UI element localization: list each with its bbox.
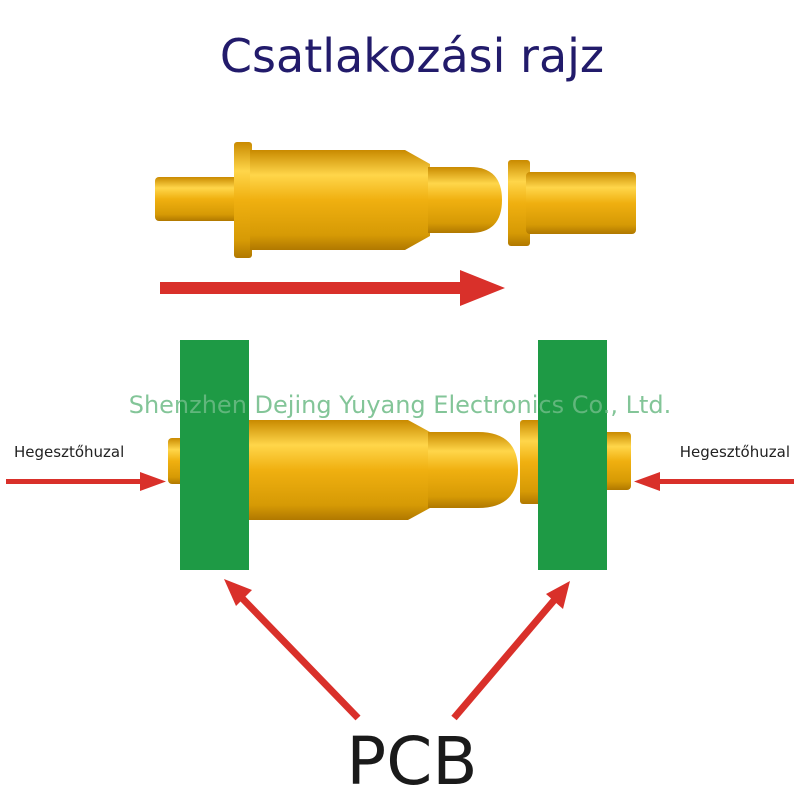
pcb-label: PCB [346, 723, 477, 800]
left-wire-label: Hegesztőhuzal [14, 443, 124, 461]
right-wire-arrow-icon [634, 472, 794, 491]
insertion-arrow-icon [160, 270, 505, 306]
target-receptacle-icon [508, 160, 636, 246]
assembled-pin-icon [168, 420, 631, 520]
left-pcb [180, 340, 249, 570]
diagram-title: Csatlakozási rajz [220, 29, 604, 83]
left-wire-arrow-icon [6, 472, 166, 491]
right-pcb [538, 340, 607, 570]
right-pcb-arrow-icon [451, 581, 570, 721]
company-watermark: Shenzhen Dejing Yuyang Electronics Co., … [129, 391, 672, 419]
right-wire-label: Hegesztőhuzal [680, 443, 790, 461]
left-pcb-arrow-icon [224, 579, 361, 721]
pogo-pin-icon [155, 142, 502, 258]
